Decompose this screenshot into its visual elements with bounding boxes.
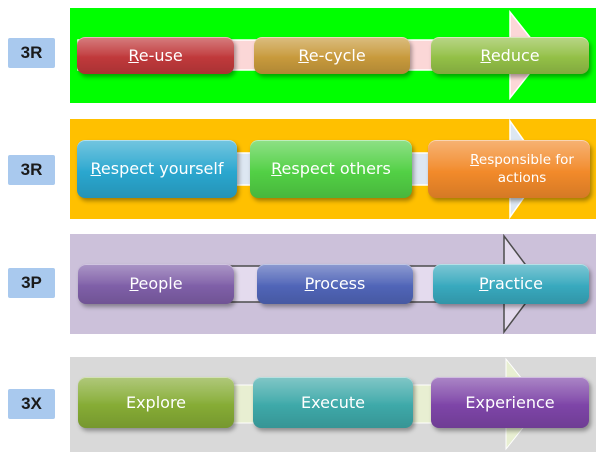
diagram-panel: Re-use Re-cycle Reduce — [70, 8, 596, 103]
step-box: Explore — [78, 377, 234, 428]
step-box: Re-cycle — [254, 37, 410, 74]
row-label: 3R — [8, 38, 55, 68]
step-label: Respect others — [271, 159, 391, 178]
step-box: People — [78, 264, 234, 304]
step-label: Re-cycle — [298, 45, 366, 65]
step-box: Practice — [433, 264, 589, 304]
step-box: Process — [257, 264, 413, 304]
step-box: Execute — [253, 377, 413, 428]
step-label: Re-use — [128, 45, 183, 65]
row-label: 3P — [8, 268, 55, 298]
step-label: Process — [304, 274, 366, 293]
row-label: 3X — [8, 389, 55, 419]
diagram-panel: Respect yourself Respect others Responsi… — [70, 119, 596, 219]
step-label: Execute — [301, 392, 365, 412]
diagram-panel: People Process Practice — [70, 234, 596, 334]
step-box: Re-use — [77, 37, 234, 74]
step-box: Reduce — [431, 37, 589, 74]
step-label: Responsible for actions — [470, 152, 574, 186]
step-box: Responsible for actions — [428, 140, 590, 198]
step-label: Experience — [465, 392, 555, 412]
step-box: Respect yourself — [77, 140, 237, 198]
step-box: Respect others — [250, 140, 412, 198]
diagram-panel: Explore Execute Experience — [70, 357, 596, 452]
step-label: People — [129, 274, 183, 293]
step-label: Practice — [479, 274, 543, 293]
step-label: Reduce — [480, 45, 540, 65]
step-label: Respect yourself — [90, 159, 224, 178]
step-label: Explore — [125, 392, 187, 412]
row-label: 3R — [8, 155, 55, 185]
step-box: Experience — [431, 377, 589, 428]
